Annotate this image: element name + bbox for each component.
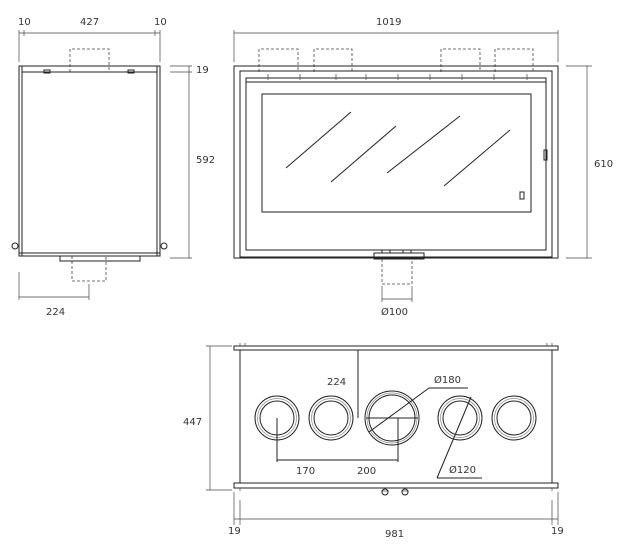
top-left-offset: 19: [228, 526, 241, 537]
front-height: 610: [594, 159, 613, 170]
top-outlet-4: [491, 395, 537, 441]
top-label-170: 170: [296, 466, 315, 477]
top-knob-left: [381, 488, 389, 496]
top-knob-right: [401, 488, 409, 496]
top-outlet-3: [437, 395, 483, 441]
side-foot-left: [11, 242, 19, 250]
top-label-200: 200: [357, 466, 376, 477]
side-width: 427: [80, 17, 99, 28]
side-margin-left: 10: [18, 17, 31, 28]
top-large-outlet-diameter: Ø180: [434, 374, 461, 386]
top-view: 447: [183, 343, 564, 540]
top-right-offset: 19: [551, 526, 564, 537]
top-small-outlet-diameter: Ø120: [449, 464, 476, 476]
front-logo: [519, 191, 525, 200]
top-depth: 447: [183, 417, 202, 428]
side-bottom-offset: 224: [46, 307, 65, 318]
top-label-224: 224: [327, 377, 346, 388]
top-outlet-2: [308, 395, 354, 441]
side-top-offset: 19: [196, 65, 209, 76]
front-view: 1019: [233, 17, 613, 318]
front-width: 1019: [376, 17, 401, 28]
side-view: 10 427 10 19 592 224: [11, 17, 215, 318]
front-outlet-diameter: Ø100: [381, 306, 408, 318]
front-handle: [543, 149, 548, 161]
side-margin-right: 10: [154, 17, 167, 28]
side-foot-right: [160, 242, 168, 250]
front-glass: [261, 93, 532, 213]
top-width: 981: [385, 529, 404, 540]
side-height: 592: [196, 155, 215, 166]
